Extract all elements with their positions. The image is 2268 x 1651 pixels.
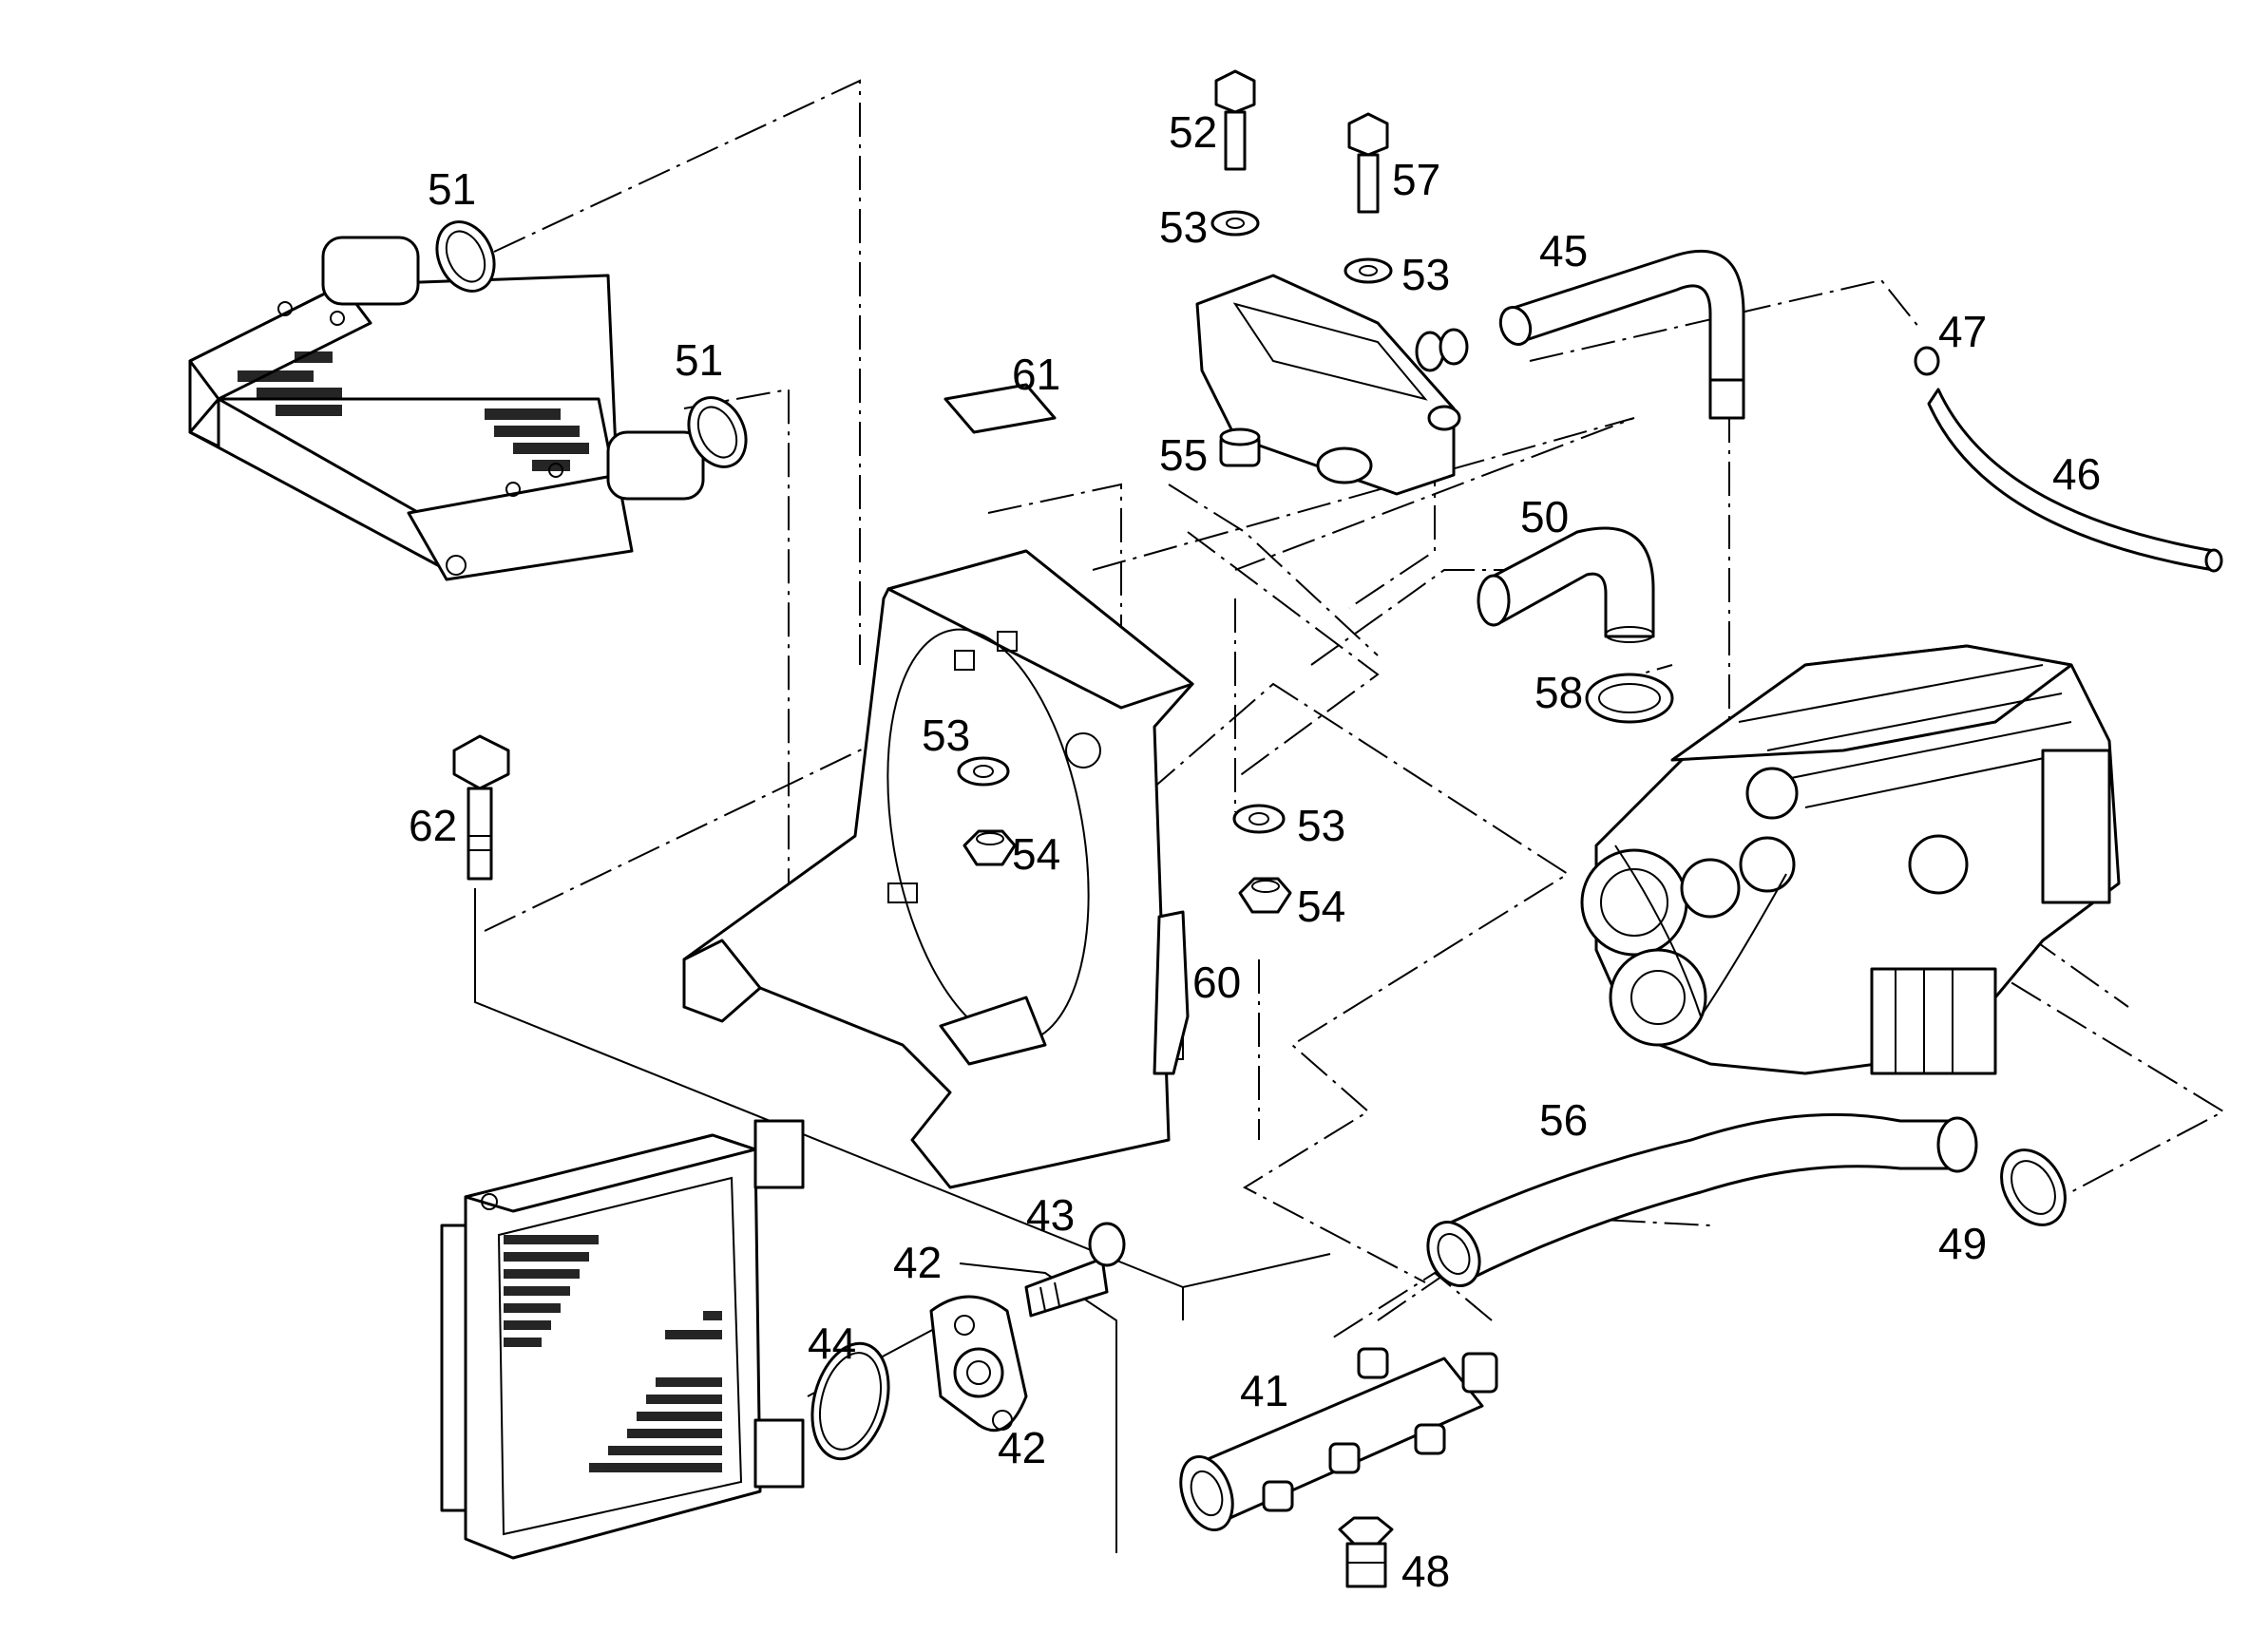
hose-56 bbox=[1426, 1112, 1978, 1287]
callout-51-top: 51 bbox=[428, 164, 476, 214]
callout-47: 47 bbox=[1938, 307, 1987, 356]
washer-53-right bbox=[1232, 804, 1286, 834]
foam-pad-61 bbox=[943, 383, 1057, 434]
bolt-62 bbox=[452, 734, 510, 881]
callout-53-center: 53 bbox=[922, 711, 970, 760]
washer-53-center bbox=[957, 756, 1010, 787]
bolt-52 bbox=[1214, 69, 1256, 171]
callout-57: 57 bbox=[1392, 155, 1440, 204]
manifold-41 bbox=[1179, 1347, 1498, 1532]
elbow-hose-50 bbox=[1477, 526, 1655, 643]
callout-53-top-right: 53 bbox=[1401, 250, 1450, 299]
washer-53-top-left bbox=[1210, 210, 1260, 237]
fitting-48 bbox=[1338, 1516, 1394, 1588]
bracket-60 bbox=[1153, 910, 1190, 1075]
o-ring-44 bbox=[810, 1341, 890, 1461]
callout-53-right: 53 bbox=[1297, 801, 1345, 850]
callout-53-top-left: 53 bbox=[1159, 202, 1208, 252]
callout-58: 58 bbox=[1534, 668, 1583, 717]
fan-shroud bbox=[682, 549, 1194, 1189]
hose-clamp-51-top bbox=[435, 220, 496, 293]
hose-45 bbox=[1439, 249, 1745, 420]
callout-42-lower: 42 bbox=[998, 1423, 1046, 1472]
nut-54-right bbox=[1238, 877, 1292, 914]
callout-41: 41 bbox=[1240, 1366, 1288, 1415]
bolt-43 bbox=[1024, 1222, 1126, 1318]
callout-45: 45 bbox=[1539, 226, 1588, 275]
hose-46 bbox=[1927, 388, 2223, 573]
valve-cover-ribs bbox=[1738, 664, 2082, 808]
callout-43: 43 bbox=[1026, 1190, 1075, 1240]
hose-clamp-49 bbox=[2000, 1148, 2067, 1226]
engine-block bbox=[1580, 644, 2121, 1075]
aftercooler bbox=[188, 236, 705, 581]
bolt-57 bbox=[1347, 112, 1389, 214]
callout-56: 56 bbox=[1539, 1095, 1588, 1145]
callout-54-center: 54 bbox=[1012, 829, 1060, 879]
callout-52: 52 bbox=[1169, 107, 1217, 157]
callout-54-right: 54 bbox=[1297, 882, 1345, 931]
radiator bbox=[440, 1119, 805, 1560]
flange-42 bbox=[929, 1295, 1028, 1433]
callout-62: 62 bbox=[409, 801, 457, 850]
hose-clamp-51-bottom bbox=[687, 396, 748, 468]
aftercooler-fins bbox=[238, 351, 589, 471]
callout-50: 50 bbox=[1520, 492, 1569, 541]
callout-51-bottom: 51 bbox=[675, 335, 723, 385]
callout-55: 55 bbox=[1159, 430, 1208, 480]
spacer-55 bbox=[1219, 427, 1261, 467]
washer-53-top-right bbox=[1344, 257, 1393, 284]
radiator-fins bbox=[504, 1235, 722, 1472]
callout-61: 61 bbox=[1012, 350, 1060, 399]
callout-labels: 41 42 42 43 44 45 46 47 48 49 50 51 51 5… bbox=[409, 107, 2101, 1596]
hose-clamp-58 bbox=[1585, 673, 1674, 724]
callout-60: 60 bbox=[1192, 958, 1241, 1007]
callout-42-upper: 42 bbox=[893, 1238, 942, 1287]
callout-44: 44 bbox=[808, 1319, 856, 1368]
callout-48: 48 bbox=[1401, 1547, 1450, 1596]
callout-46: 46 bbox=[2052, 449, 2101, 499]
expansion-tank bbox=[1195, 274, 1461, 496]
nut-54-center bbox=[962, 829, 1017, 866]
hose-clamp-47 bbox=[1914, 346, 1940, 376]
callout-49: 49 bbox=[1938, 1219, 1987, 1268]
